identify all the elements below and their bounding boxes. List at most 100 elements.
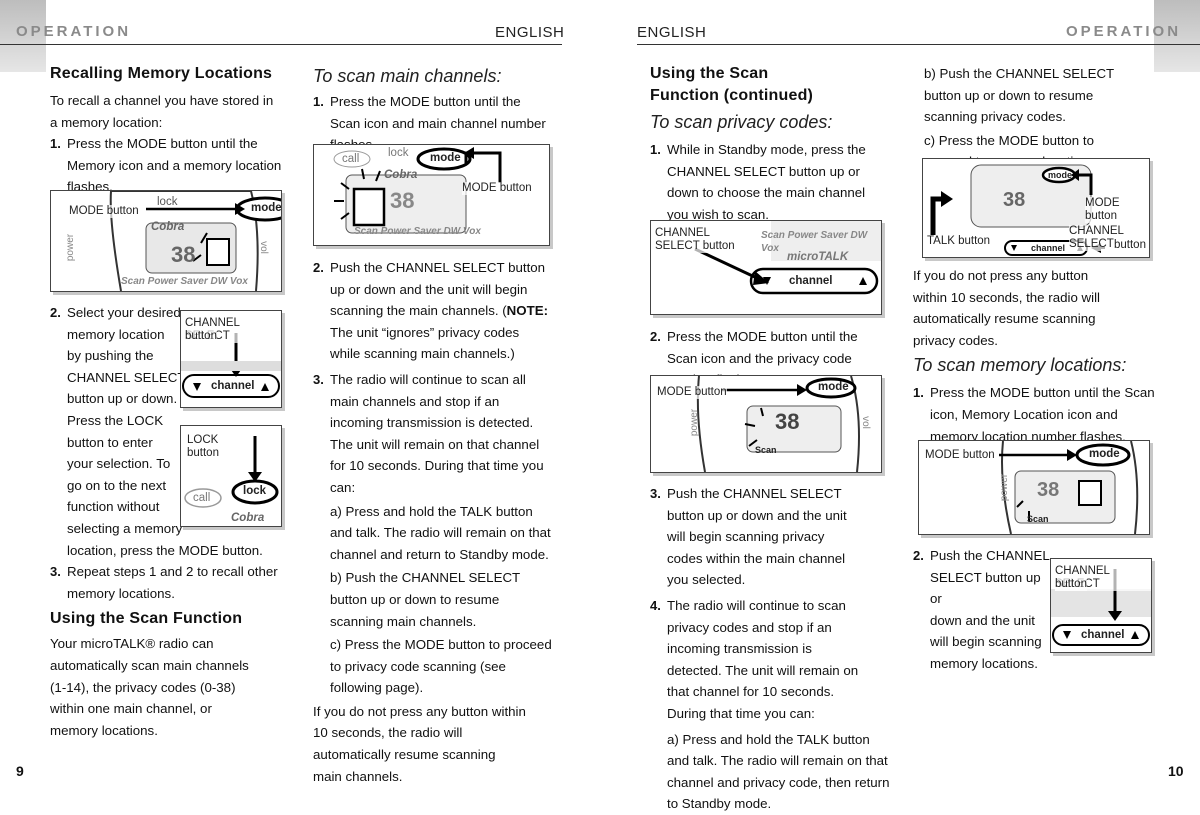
lcd-scan: Scan [1027,514,1049,524]
label-channel-select: CHANNEL SELECT button [655,227,745,253]
header-language-left: ENGLISH [495,24,565,41]
side-vol: vol [859,416,871,429]
step-1: 1.While in Standby mode, press the CHANN… [650,142,866,222]
step2-line: Press the LOCK [67,412,164,428]
lcd-digits: 38 [1003,189,1026,211]
step-1: 1.Press the MODE button until the Memory… [50,136,282,195]
btn-call: call [193,492,211,504]
btn-channel: channel [211,380,255,392]
btn-lock: lock [157,196,178,208]
label-mode-button: MODE button [462,182,532,195]
label-channel-select-l2: button [185,330,217,343]
figure-mode-button-privacy: MODE button mode 38 Scan power vol [650,375,882,473]
step2-line: Push the CHANNEL [930,548,1050,563]
step2-line: by pushing the [67,348,154,364]
column-3: Using the Scan Function (continued) To s… [650,63,890,225]
column-1: Recalling Memory Locations To recall a c… [50,63,282,198]
btn-call: call [342,153,360,165]
figure-channel-select-memory: CHANNEL SELECT button channel [180,310,282,408]
step2-line: button up or down. [67,391,178,407]
subhead-scan-privacy: To scan privacy codes: [650,112,833,132]
header-rule-left [0,44,562,45]
label-mode-button: MODE button [925,449,995,462]
option-c: c) Press the MODE button to proceed to p… [330,637,552,696]
step2-line: your selection. To [67,456,171,472]
header-rule-right [637,44,1200,45]
step-2: 2. Select your desired memory location b… [50,302,282,561]
btn-channel: channel [1081,629,1125,641]
header-operation-left: OPERATION [16,23,132,40]
step2-line: location, press the MODE button. [67,542,263,558]
step-1: 1.Press the MODE button until the Scan i… [913,385,1155,444]
lcd-digits: 38 [1037,479,1060,501]
step2-line: CHANNEL SELECT [67,369,186,385]
label-lock-l2: button [187,447,219,460]
btn-lock: lock [243,485,267,497]
side-power: power [689,408,701,437]
brand-cobra: Cobra [151,221,185,233]
heading-using-scan: Using the Scan Function [50,610,243,628]
label-channel-select-l2: button [1114,239,1146,252]
step-3: 3.Repeat steps 1 and 2 to recall other m… [50,564,278,601]
status-line: Scan Power Saver DW Vox [121,276,248,287]
step2-line: will begin scanning [930,634,1042,650]
figure-mode-button-main: MODE button mode call lock Cobra 38 Scan… [313,144,550,246]
brand-cobra: Cobra [384,169,418,181]
figure-mode-button-memory-scan: MODE button mode 38 Scan power [918,440,1150,535]
label-mode-button: MODE button [69,205,139,218]
step-3: 3.Push the CHANNEL SELECT button up or d… [650,486,847,588]
btn-lock: lock [388,147,409,159]
radio-illustration [109,191,281,291]
lcd-digits: 38 [390,188,415,213]
btn-channel: channel [1031,243,1066,253]
scan-intro-text: Your microTALK® radio can automatically … [50,636,249,738]
subhead-scan-memory: To scan memory locations: [913,355,1127,376]
column-3-lower: 3.Push the CHANNEL SELECT button up or d… [650,483,890,815]
outro-text: If you do not press any button within 10… [913,268,1100,348]
btn-mode: mode [818,381,849,393]
column-1-step2: 2. Select your desired memory location b… [50,302,282,741]
btn-mode: mode [1048,170,1073,180]
lcd-digits: 38 [775,409,800,434]
figure-lock-button: LOCK button lock call Cobra [180,425,282,527]
figure-channel-select-memory-scan: CHANNEL SELECT button channel [1050,558,1152,653]
side-power: power [65,233,77,262]
step2-line: button to enter [67,434,153,450]
step-3: 3.The radio will continue to scan all ma… [313,371,544,495]
figure-mode-button-memory: MODE button mode lock Cobra 38 Scan Powe… [50,190,282,292]
status-line: Scan Power Saver DW Vox [761,230,868,254]
intro-text: To recall a channel you have stored in a… [50,93,274,130]
column-2: To scan main channels: 1.Press the MODE … [313,63,553,156]
label-channel-select-l2: button [1055,578,1087,591]
step-2: 2. Push the CHANNEL SELECT button up or … [913,545,1053,675]
header-language-right: ENGLISH [637,24,707,41]
outro-text: If you do not press any button within 10… [313,703,526,784]
step2-line: memory location [67,326,165,342]
step2-line: memory locations. [930,655,1038,671]
header-operation-right: OPERATION [1066,23,1182,40]
btn-mode: mode [430,152,461,164]
option-a: a) Press and hold the TALK button and ta… [667,731,890,812]
btn-mode: mode [251,202,282,214]
step-4: 4.The radio will continue to scan privac… [650,597,859,721]
brand-cobra: Cobra [231,512,265,524]
label-talk-button: TALK button [927,235,991,248]
step2-line: go on to the next [67,477,167,493]
figure-channel-select-privacy: CHANNEL SELECT button channel microTALK … [650,220,882,315]
step2-line: down and the unit [930,612,1035,628]
step2-line: function without [67,499,160,515]
heading-scan-continued: Using the Scan Function (continued) [650,65,814,104]
corner-tab-left [0,0,46,72]
option-b: b) Push the CHANNEL SELECT button up or … [924,66,1114,125]
column-4-step2: 2. Push the CHANNEL SELECT button up or … [913,545,1053,675]
status-line: Scan Power Saver DW Vox [354,226,481,237]
step2-line: SELECT button up or [930,569,1041,607]
side-vol: vol [257,241,269,254]
subhead-scan-main: To scan main channels: [313,66,502,86]
column-4-lower: If you do not press any button within 10… [913,265,1158,447]
side-power: power [999,473,1011,502]
label-lock-l1: LOCK [187,434,219,447]
corner-tab-right [1154,0,1200,72]
figure-talk-mode-channel: TALK button MODE button CHANNEL SELECT b… [922,158,1150,258]
step-2: 2.Push the CHANNEL SELECT button up or d… [313,260,549,362]
